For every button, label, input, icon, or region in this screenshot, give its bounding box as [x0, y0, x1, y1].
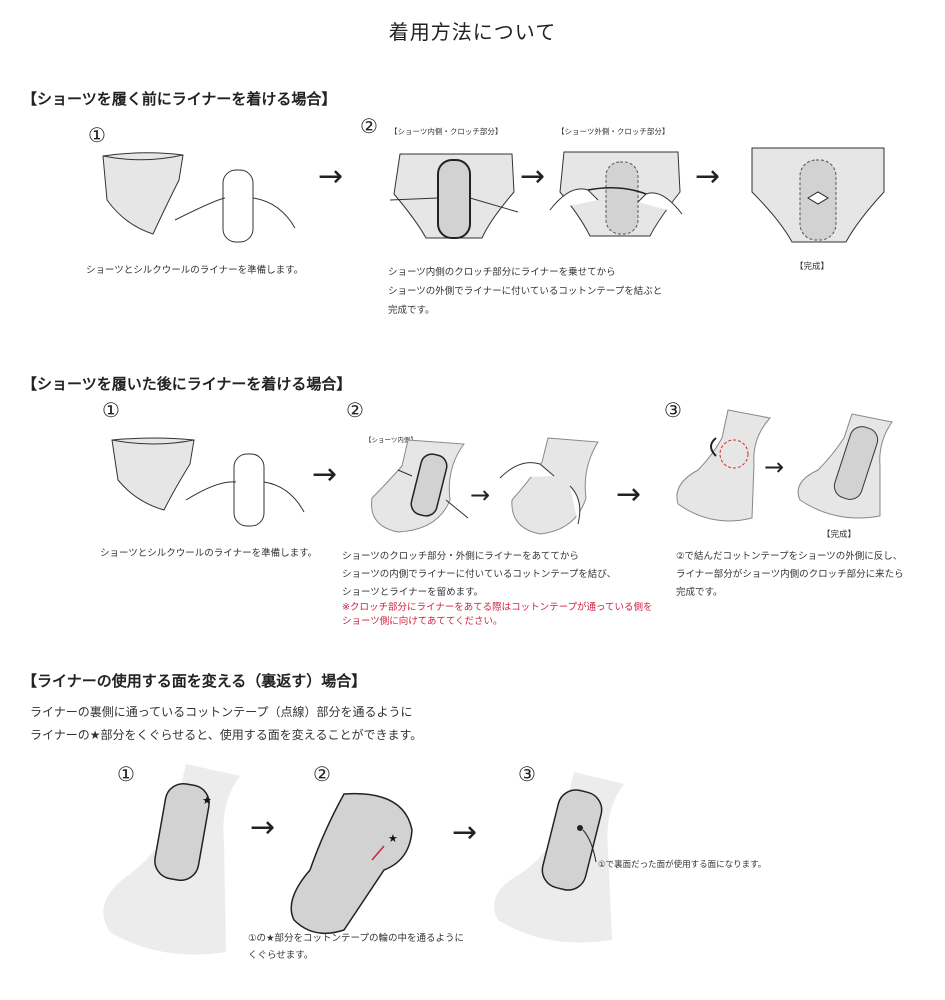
section1-caption-attach-line1: ショーツ内側のクロッチ部分にライナーを乗せてから [388, 267, 616, 278]
section3-caption-step3: ①で裏面だった面が使用する面になります。 [598, 860, 767, 870]
section1-heading: 【ショーツを履く前にライナーを着ける場合】 [22, 90, 337, 108]
page-title-text: 着用方法について [380, 14, 565, 47]
section2-warning-line2: ショーツ側に向けてあててください。 [342, 616, 503, 627]
section3-liner-star-illustration: ★ [103, 764, 240, 955]
section3-step3-number: ③ [518, 762, 536, 786]
section2-heading: 【ショーツを履いた後にライナーを着ける場合】 [22, 375, 352, 393]
section3-caption-step2-line2: くぐらせます。 [248, 950, 314, 961]
section1-inner-crotch-illustration [389, 153, 519, 239]
section3-arrow-1: → [250, 810, 276, 845]
section2-label-inner: 【ショーツ内側】 [365, 436, 417, 444]
section2-flip-tape-illustration [676, 409, 771, 522]
section3-step1-number: ① [117, 762, 135, 786]
section2-completed-illustration [797, 413, 893, 519]
section2-caption-step3-line3: 完成です。 [676, 587, 723, 598]
section3-intro-line2: ライナーの★部分をくぐらせると、使用する面を変えることができます。 [30, 728, 423, 742]
section2-arrow-4: → [764, 453, 785, 481]
section1-caption-attach-line2: ショーツの外側でライナーに付いているコットンテープを結ぶと [388, 286, 663, 297]
svg-text:★: ★ [388, 832, 398, 845]
section2-caption-step3-line2: ライナー部分がショーツ内側のクロッチ部分に来たら [676, 569, 904, 580]
page-title: 着用方法について [0, 14, 945, 47]
section2-crotch-outer-illustration [371, 439, 469, 533]
section2-caption-step2-line3: ショーツとライナーを留めます。 [342, 587, 484, 598]
section2-step3-number: ③ [664, 398, 682, 422]
section3-step2-number: ② [313, 762, 331, 786]
section3-heading: 【ライナーの使用する面を変える（裏返す）場合】 [22, 672, 367, 690]
section1-step1-number: ① [88, 123, 106, 147]
section2-arrow-2: → [470, 481, 491, 509]
section1-step2-number: ② [360, 114, 378, 138]
section2-arrow-1: → [312, 457, 338, 492]
section1-completed-illustration [751, 147, 885, 243]
section1-arrow-1: → [318, 159, 344, 194]
section1-panty-liner-illustration [102, 152, 296, 243]
section1-label-done: 【完成】 [795, 262, 830, 272]
section2-label-done: 【完成】 [822, 530, 857, 540]
section2-arrow-3: → [616, 477, 642, 512]
section2-caption-prepare: ショーツとシルクウールのライナーを準備します。 [100, 548, 318, 559]
section3-intro-line1: ライナーの裏側に通っているコットンテープ（点線）部分を通るように [30, 705, 413, 719]
section2-tying-inner-illustration [499, 437, 599, 535]
section3-liner-flipped-illustration [494, 772, 624, 943]
section2-caption-step2-line1: ショーツのクロッチ部分・外側にライナーをあててから [342, 551, 579, 562]
section2-step1-number: ① [102, 398, 120, 422]
section2-caption-step2-line2: ショーツの内側でライナーに付いているコットンテープを結び、 [342, 569, 617, 580]
svg-text:★: ★ [202, 794, 212, 807]
section1-arrow-2: → [520, 159, 546, 194]
section2-caption-step3-line1: ②で結んだコットンテープをショーツの外側に反し、 [676, 551, 903, 562]
section1-arrow-3: → [695, 159, 721, 194]
section1-caption-prepare: ショーツとシルクウールのライナーを準備します。 [86, 265, 304, 276]
section3-caption-step2-line1: ①の★部分をコットンテープの輪の中を通るように [248, 933, 464, 944]
section1-label-inner-crotch: 【ショーツ内側・クロッチ部分】 [390, 127, 503, 136]
section3-arrow-2: → [452, 815, 478, 850]
section1-caption-attach-line3: 完成です。 [388, 305, 435, 316]
section2-warning-line1: ※クロッチ部分にライナーをあてる際はコットンテープが通っている側を [342, 602, 653, 613]
section1-outer-crotch-tying-illustration [549, 151, 683, 237]
section1-label-outer-crotch: 【ショーツ外側・クロッチ部分】 [557, 127, 670, 136]
section3-liner-loop-illustration: ★ [290, 792, 413, 935]
section2-panty-liner-illustration [111, 437, 305, 527]
section2-step2-number: ② [346, 398, 364, 422]
